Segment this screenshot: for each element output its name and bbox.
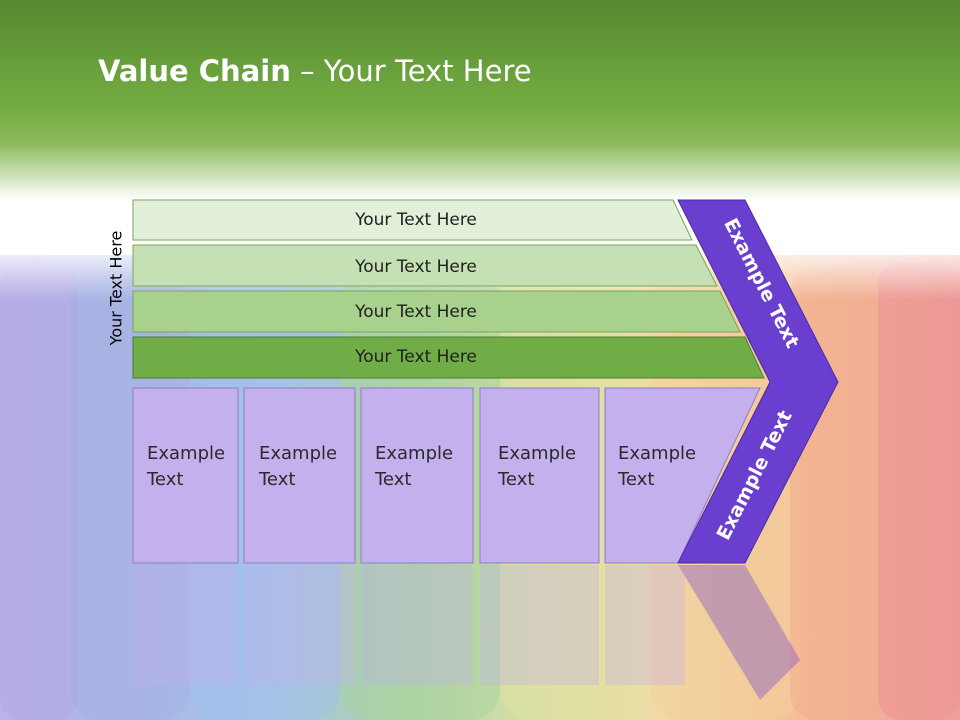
box-2-line1: Example [259,443,337,464]
box-2 [243,387,356,564]
band-4-label: Your Text Here [354,347,477,367]
box-4 [479,387,600,564]
page-title: Value Chain – Your Text Here [98,54,532,88]
band-3 [132,290,741,333]
reflection [133,565,800,700]
band-3-label: Your Text Here [354,302,477,322]
band-4 [132,336,765,379]
band-2-label: Your Text Here [354,257,477,277]
box-5-line2: Text [617,469,654,490]
box-1 [132,387,239,564]
box-3-line2: Text [374,469,411,490]
box-1-line2: Text [146,469,183,490]
box-4-line2: Text [497,469,534,490]
band-1-label: Your Text Here [354,210,477,230]
chevron-arrow [677,199,839,564]
box-1-line1: Example [147,443,225,464]
band-1 [132,199,693,241]
title-bold: Value Chain [98,54,291,88]
box-3 [360,387,474,564]
box-3-line1: Example [375,443,453,464]
box-5-line1: Example [618,443,696,464]
title-rest: – Your Text Here [290,54,532,88]
band-2 [132,244,718,287]
box-2-line2: Text [258,469,295,490]
box-4-line1: Example [498,443,576,464]
